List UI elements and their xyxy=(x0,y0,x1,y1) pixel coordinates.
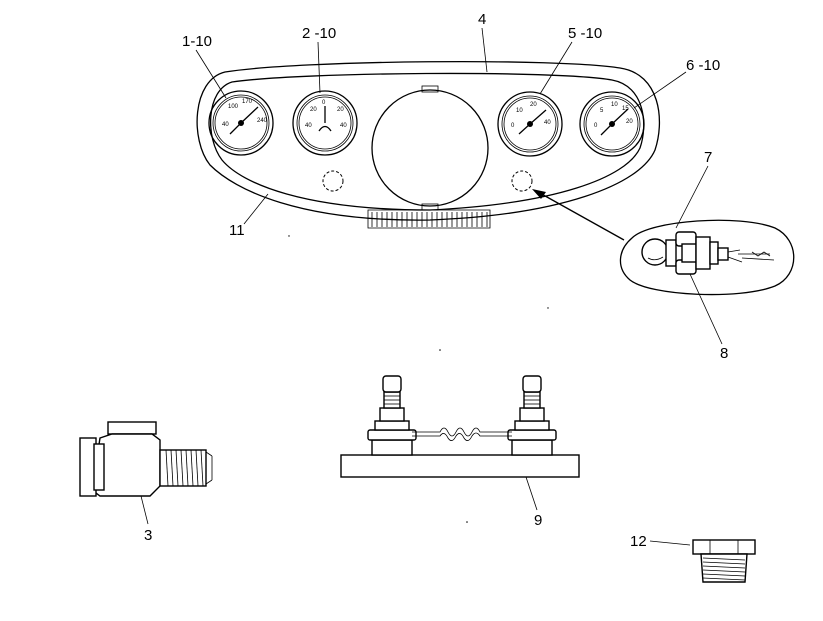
gauge-1-tick-label: 240 xyxy=(257,118,268,124)
panel-grille xyxy=(367,209,491,229)
thread-line xyxy=(180,449,184,487)
thread-line xyxy=(175,449,179,487)
thread-line xyxy=(195,449,199,487)
terminal-stud-right xyxy=(507,375,557,441)
gauge-6-tick-label: 15 xyxy=(622,106,629,112)
gauge-5-tick-label: 20 xyxy=(530,102,537,108)
thread-line xyxy=(702,569,746,573)
thread-line xyxy=(190,449,194,487)
callout-12: 12 xyxy=(630,533,647,550)
thread-line xyxy=(200,449,204,487)
gauge-6-tick-label: 20 xyxy=(626,119,633,125)
lamp-bulb xyxy=(641,238,669,266)
gauge-2: 20 0 20 40 40 xyxy=(292,90,358,156)
gauge-6-tick-label: 0 xyxy=(594,123,598,129)
pipe-tee xyxy=(79,421,213,497)
leader-lines xyxy=(195,27,687,225)
pipe-plug xyxy=(692,539,756,583)
callout-1-10: 1-10 xyxy=(182,33,212,50)
gauge-5-tick-label: 10 xyxy=(516,108,523,114)
gauge-5-tick-label: 0 xyxy=(511,123,515,129)
thread-line xyxy=(702,577,746,581)
thread-line xyxy=(702,573,746,577)
callout-6-10: 6 -10 xyxy=(686,57,720,74)
gauge-6-tick-label: 5 xyxy=(600,108,604,114)
thread-line xyxy=(702,565,746,569)
callout-4: 4 xyxy=(478,11,486,28)
gauge-6-tick-label: 10 xyxy=(611,102,618,108)
thread-line xyxy=(702,557,746,561)
callout-5-10: 5 -10 xyxy=(568,25,602,42)
center-opening xyxy=(371,85,489,211)
thread-line xyxy=(165,449,169,487)
terminal-block xyxy=(340,375,580,478)
gauge-2-tick-label: 40 xyxy=(305,123,312,129)
gauge-2-tick-label: 0 xyxy=(322,100,326,106)
thread-line xyxy=(702,561,746,565)
gauge-1: 100 170 240 40 xyxy=(208,90,274,156)
gauge-2-tick-label: 20 xyxy=(310,107,317,113)
thread-line xyxy=(170,449,174,487)
callout-7: 7 xyxy=(704,149,712,166)
callout-8: 8 xyxy=(720,345,728,362)
terminal-stud-left xyxy=(367,375,417,441)
gauge-1-tick-label: 100 xyxy=(228,104,239,110)
lamp-detail-bubble xyxy=(532,165,795,345)
callout-3: 3 xyxy=(144,527,152,544)
gauge-2-tick-label: 40 xyxy=(340,123,347,129)
instrument-panel: 100 170 240 40 20 0 20 40 40 10 xyxy=(196,60,661,229)
indicator-hole-right xyxy=(511,170,533,192)
gauge-6: 5 10 15 20 0 xyxy=(579,91,645,157)
callout-9: 9 xyxy=(534,512,542,529)
thread-line xyxy=(185,449,189,487)
gauge-5: 10 20 40 0 xyxy=(497,91,563,157)
gauge-2-tick-label: 20 xyxy=(337,107,344,113)
fuse-link xyxy=(412,427,512,437)
gauge-5-tick-label: 40 xyxy=(544,120,551,126)
callout-2-10: 2 -10 xyxy=(302,25,336,42)
scan-specks xyxy=(288,235,549,523)
gauge-1-tick-label: 40 xyxy=(222,122,229,128)
indicator-hole-left xyxy=(322,170,344,192)
lamp-socket xyxy=(665,231,775,275)
callout-11: 11 xyxy=(229,222,245,239)
gauge-1-tick-label: 170 xyxy=(242,99,253,105)
